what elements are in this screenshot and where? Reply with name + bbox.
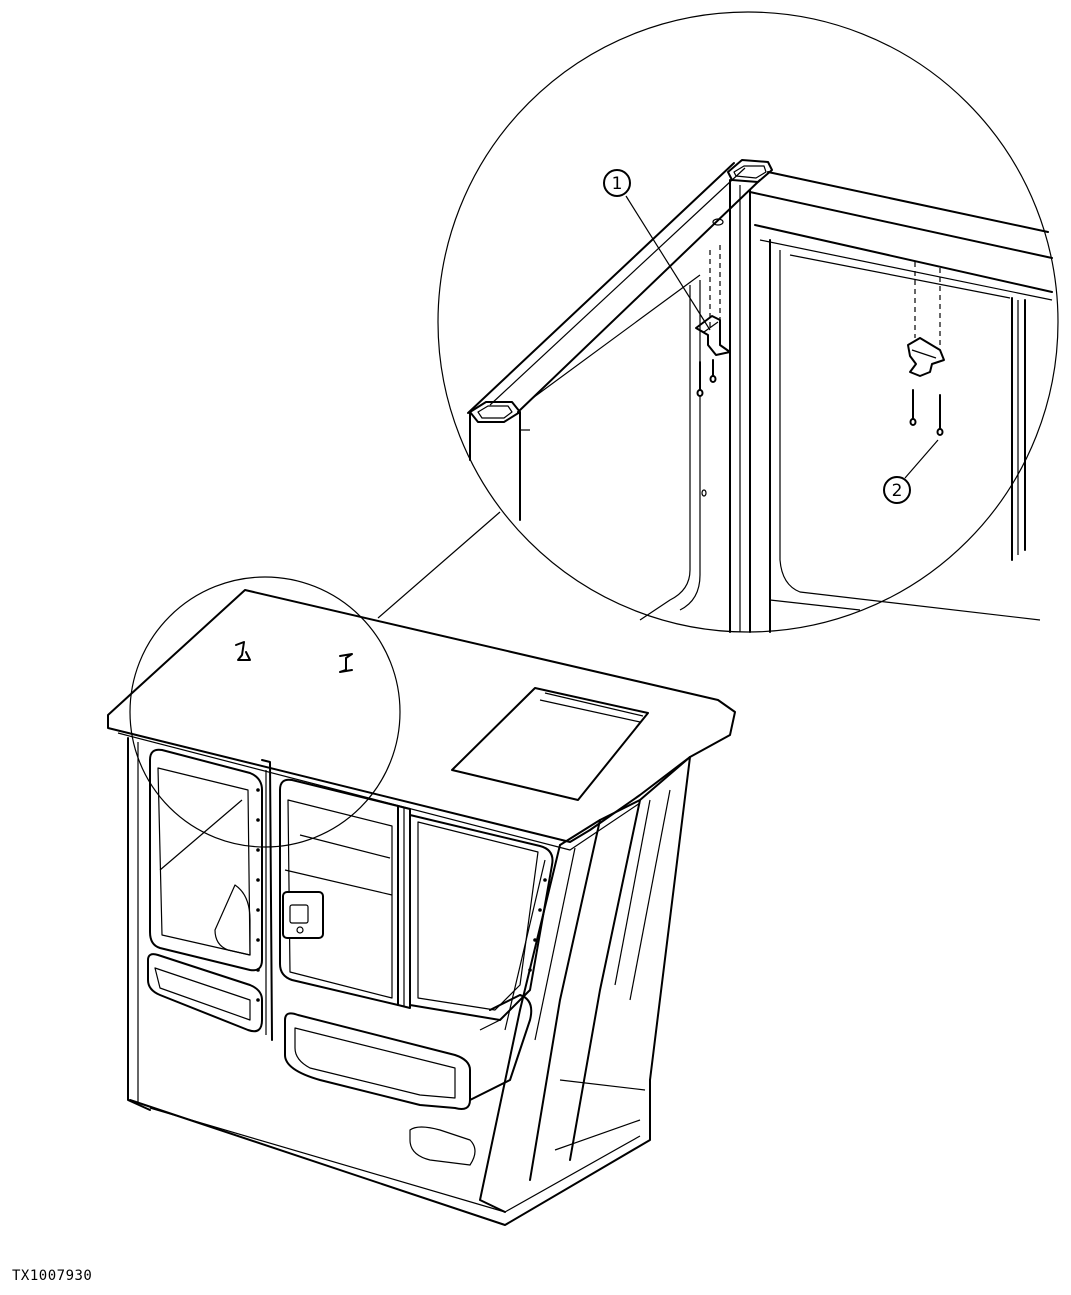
bracket-1 [695, 315, 731, 356]
rivet-dots [256, 788, 547, 1002]
bracket-left [235, 641, 251, 661]
callout-2: 2 [883, 439, 939, 504]
control-panel [282, 891, 324, 939]
callout-1: 1 [603, 169, 711, 331]
detail-circle-large [437, 11, 1059, 633]
cab-frame [107, 589, 736, 1226]
bracket-right [339, 653, 353, 673]
callout-2-label: 2 [892, 481, 903, 501]
figure-id-label: TX1007930 [12, 1268, 93, 1284]
bracket-2 [907, 337, 945, 377]
tube-end-back [727, 159, 773, 183]
left-side-lower-panel [147, 953, 263, 1033]
callout-1-label: 1 [612, 174, 623, 194]
rear-lower-opening [284, 1012, 471, 1110]
detail-circle-small [129, 576, 401, 848]
door-window [409, 814, 554, 1021]
detail-leader-line [377, 511, 501, 619]
left-side-window [149, 748, 263, 972]
roof-hatch [451, 687, 649, 801]
